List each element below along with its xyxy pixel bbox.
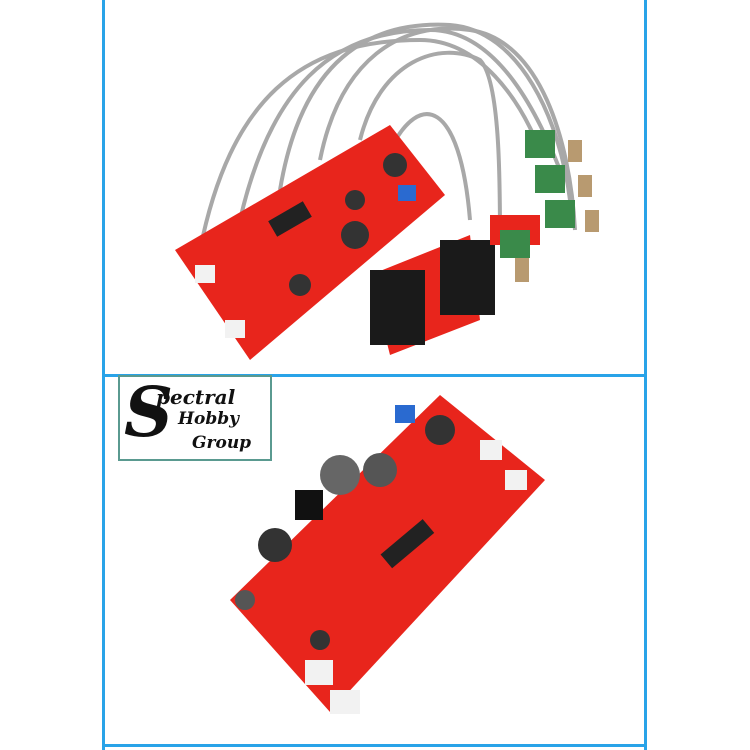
frame-divider (102, 374, 647, 377)
logo-initial: S (124, 373, 174, 453)
logo-word-hobby: Hobby (178, 409, 240, 429)
logo-word-spectral: pectral (156, 385, 236, 409)
potentiometers (500, 130, 599, 282)
frame-bottom (102, 744, 647, 747)
spectral-hobby-group-logo: S pectral Hobby Group (118, 373, 272, 461)
pcb-top (175, 125, 445, 360)
cables (198, 22, 577, 251)
pcb-bottom (230, 395, 545, 714)
logo-word-group: Group (192, 433, 252, 453)
